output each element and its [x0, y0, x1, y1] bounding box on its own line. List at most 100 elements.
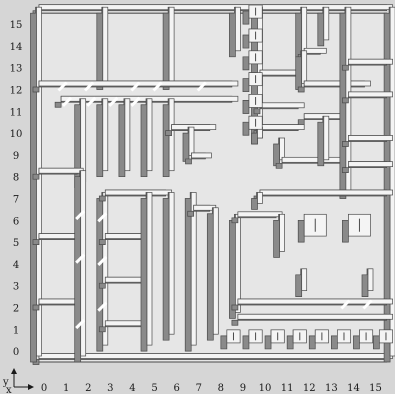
wall-top-face	[147, 99, 152, 171]
wall-top-face	[304, 48, 326, 53]
wall-top-face	[103, 99, 108, 171]
wall-side-face	[75, 171, 81, 362]
maze-wall	[119, 99, 130, 177]
maze-wall	[318, 7, 329, 46]
wall-top-face	[260, 190, 393, 195]
wall-side-face	[207, 208, 213, 340]
wall-top-face	[169, 7, 174, 83]
y-axis-label: 12	[10, 86, 23, 97]
wall-top-face	[238, 212, 282, 217]
wall-top-face	[348, 136, 392, 141]
wall-side-face	[163, 193, 169, 341]
wall-top-face	[368, 269, 373, 291]
y-axis-label: 2	[13, 304, 19, 315]
wall-top-face	[39, 5, 393, 10]
y-axis-label: 15	[10, 20, 23, 31]
wall-top-face	[235, 7, 240, 51]
y-axis-label: 6	[13, 216, 19, 227]
wall-top-face	[258, 193, 263, 204]
maze-wall	[163, 99, 174, 177]
x-axis-label: 3	[107, 383, 113, 394]
wall-top-face	[39, 354, 393, 359]
wall-side-face	[97, 99, 103, 177]
maze-wall	[141, 99, 152, 177]
wall-top-face	[348, 162, 392, 167]
y-axis-label: 14	[10, 42, 23, 53]
wall-top-face	[103, 7, 108, 83]
y-axis-label: 10	[10, 129, 23, 140]
y-axis-label: 8	[13, 173, 19, 184]
maze-wall	[163, 193, 174, 341]
maze-wall	[97, 7, 108, 89]
x-axis-label: 11	[281, 383, 294, 394]
wall-side-face	[229, 7, 235, 57]
x-axis-label: 0	[41, 383, 47, 394]
x-axis-label: 8	[218, 383, 224, 394]
x-axis-label: 13	[325, 383, 338, 394]
wall-top-face	[213, 208, 218, 334]
y-axis-label: 4	[13, 260, 19, 271]
y-axis-label: 11	[10, 107, 23, 118]
wall-side-face	[274, 214, 280, 257]
wall-side-face	[318, 116, 324, 166]
wall-top-face	[282, 157, 348, 162]
wall-top-face	[169, 193, 174, 335]
wall-side-face	[229, 214, 235, 318]
wall-side-face	[318, 7, 324, 46]
wall-top-face	[304, 81, 370, 86]
y-axis-label: 1	[13, 325, 19, 336]
wall-top-face	[280, 214, 285, 251]
y-axis-label: 7	[13, 195, 19, 206]
x-axis-label: 1	[63, 383, 69, 394]
wall-top-face	[302, 269, 307, 291]
x-axis-label: 9	[240, 383, 246, 394]
wall-top-face	[39, 168, 83, 173]
wall-side-face	[163, 7, 169, 89]
maze-wall	[75, 171, 86, 362]
x-axis-label: 10	[259, 383, 272, 394]
y-axis-label: 0	[13, 347, 19, 358]
wall-top-face	[348, 92, 392, 97]
maze-wall	[229, 7, 240, 57]
wall-top-face	[302, 7, 307, 51]
wall-side-face	[119, 99, 125, 177]
wall-top-face	[189, 127, 194, 155]
wall-top-face	[260, 125, 304, 130]
wall-top-face	[105, 190, 171, 195]
wall-top-face	[191, 153, 211, 158]
wall-side-face	[141, 99, 147, 177]
maze-wall	[274, 214, 285, 257]
x-axis-label: 7	[196, 383, 202, 394]
wall-side-face	[296, 7, 302, 57]
wall-top-face	[280, 138, 285, 160]
wall-top-face	[260, 103, 304, 108]
maze-wall	[141, 193, 152, 352]
wall-top-face	[348, 59, 392, 64]
x-axis-label: 15	[369, 383, 382, 394]
wall-top-face	[302, 51, 307, 84]
wall-top-face	[147, 193, 152, 346]
wall-top-face	[125, 99, 130, 171]
y-axis-label: 13	[10, 64, 23, 75]
x-axis-label: 5	[151, 383, 157, 394]
wall-top-face	[81, 171, 86, 356]
x-axis-label: 2	[85, 383, 91, 394]
maze-wall	[318, 116, 329, 166]
y-axis-label: 5	[13, 238, 19, 249]
x-axis-label: 6	[173, 383, 179, 394]
x-axis-label: 4	[129, 383, 135, 394]
wall-side-face	[141, 193, 147, 352]
wall-top-face	[235, 214, 240, 312]
wall-top-face	[238, 314, 393, 319]
wall-side-face	[97, 7, 103, 89]
y-axis-label: 9	[13, 151, 19, 162]
maze-wall	[207, 208, 218, 340]
x-axis-label: 14	[347, 383, 360, 394]
wall-top-face	[324, 116, 329, 160]
maze-wall	[163, 7, 174, 89]
maze-wall	[97, 99, 108, 177]
wall-side-face	[163, 99, 169, 177]
y-axis-label: 3	[13, 282, 19, 293]
wall-side-face	[296, 51, 302, 90]
